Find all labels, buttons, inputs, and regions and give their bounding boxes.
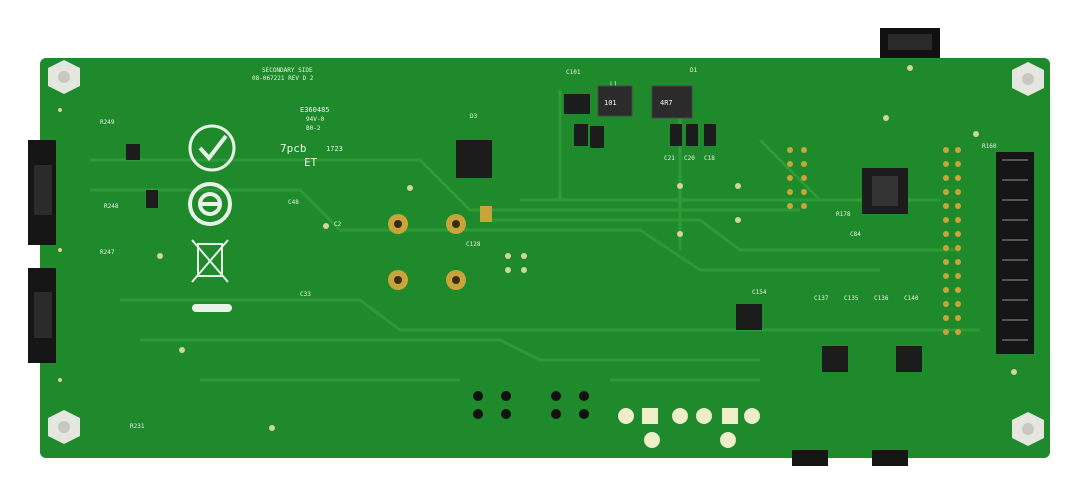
inductor-101-label: 101 xyxy=(604,99,617,107)
rohs-seal-icon xyxy=(188,124,236,172)
gold-through-holes xyxy=(388,206,492,290)
label-c21: C21 xyxy=(664,155,675,162)
label-c128: C128 xyxy=(466,241,481,248)
bottom-connector-1 xyxy=(792,450,828,466)
label-r247: R247 xyxy=(100,249,115,256)
black-pads xyxy=(473,391,589,419)
label-c140: C140 xyxy=(904,295,919,302)
label-c154: C154 xyxy=(752,289,767,296)
vias xyxy=(58,65,1017,431)
label-c135: C135 xyxy=(844,295,859,302)
crossed-bin-icon xyxy=(191,239,229,283)
bottom-connector-2 xyxy=(872,450,908,466)
e-recycle-icon xyxy=(188,182,232,226)
top-connector-slot xyxy=(888,34,932,50)
label-c20: C20 xyxy=(684,155,695,162)
weee-bar xyxy=(192,304,232,312)
board-to-board-connector xyxy=(996,152,1034,354)
inductor-4r7: 4R7 xyxy=(651,85,693,119)
label-c2: C2 xyxy=(334,221,342,228)
copper-traces xyxy=(90,90,980,382)
label-r249: R249 xyxy=(100,119,115,126)
label-c136: C136 xyxy=(874,295,889,302)
date-code: 1723 xyxy=(326,145,343,153)
label-c33: C33 xyxy=(300,291,311,298)
vendor-mark: 7pcb xyxy=(280,142,307,155)
label-r178: R178 xyxy=(836,211,851,218)
left-connector-2-inner xyxy=(34,292,52,338)
bottom-pads xyxy=(618,408,760,448)
part-number: 08-067221 REV D 2 xyxy=(252,75,314,82)
label-d3: D3 xyxy=(470,113,478,120)
connector-pins xyxy=(1002,159,1028,341)
ul-code: B0-2 xyxy=(306,125,321,132)
left-connector-1-inner xyxy=(34,165,52,215)
label-r248: R248 xyxy=(104,203,119,210)
ul-mark: E360485 xyxy=(300,106,330,114)
label-c18: C18 xyxy=(704,155,715,162)
label-l1: L1 xyxy=(610,81,618,88)
side-label: SECONDARY SIDE xyxy=(262,67,313,74)
label-c101: C101 xyxy=(566,69,581,76)
et-mark: ET xyxy=(304,156,318,169)
standoffs xyxy=(48,60,1044,446)
inductor-101: 101 xyxy=(597,85,633,117)
gold-header-pads xyxy=(787,147,961,335)
label-r160: R160 xyxy=(982,143,997,150)
label-d1: D1 xyxy=(690,67,698,74)
label-c137: C137 xyxy=(814,295,829,302)
chips xyxy=(126,94,922,372)
ul-rating: 94V-0 xyxy=(306,116,324,123)
label-c48: C48 xyxy=(288,199,299,206)
pcb-board xyxy=(40,58,1050,458)
label-r231: R231 xyxy=(130,423,145,430)
label-c84: C84 xyxy=(850,231,861,238)
inductor-4r7-label: 4R7 xyxy=(660,99,673,107)
